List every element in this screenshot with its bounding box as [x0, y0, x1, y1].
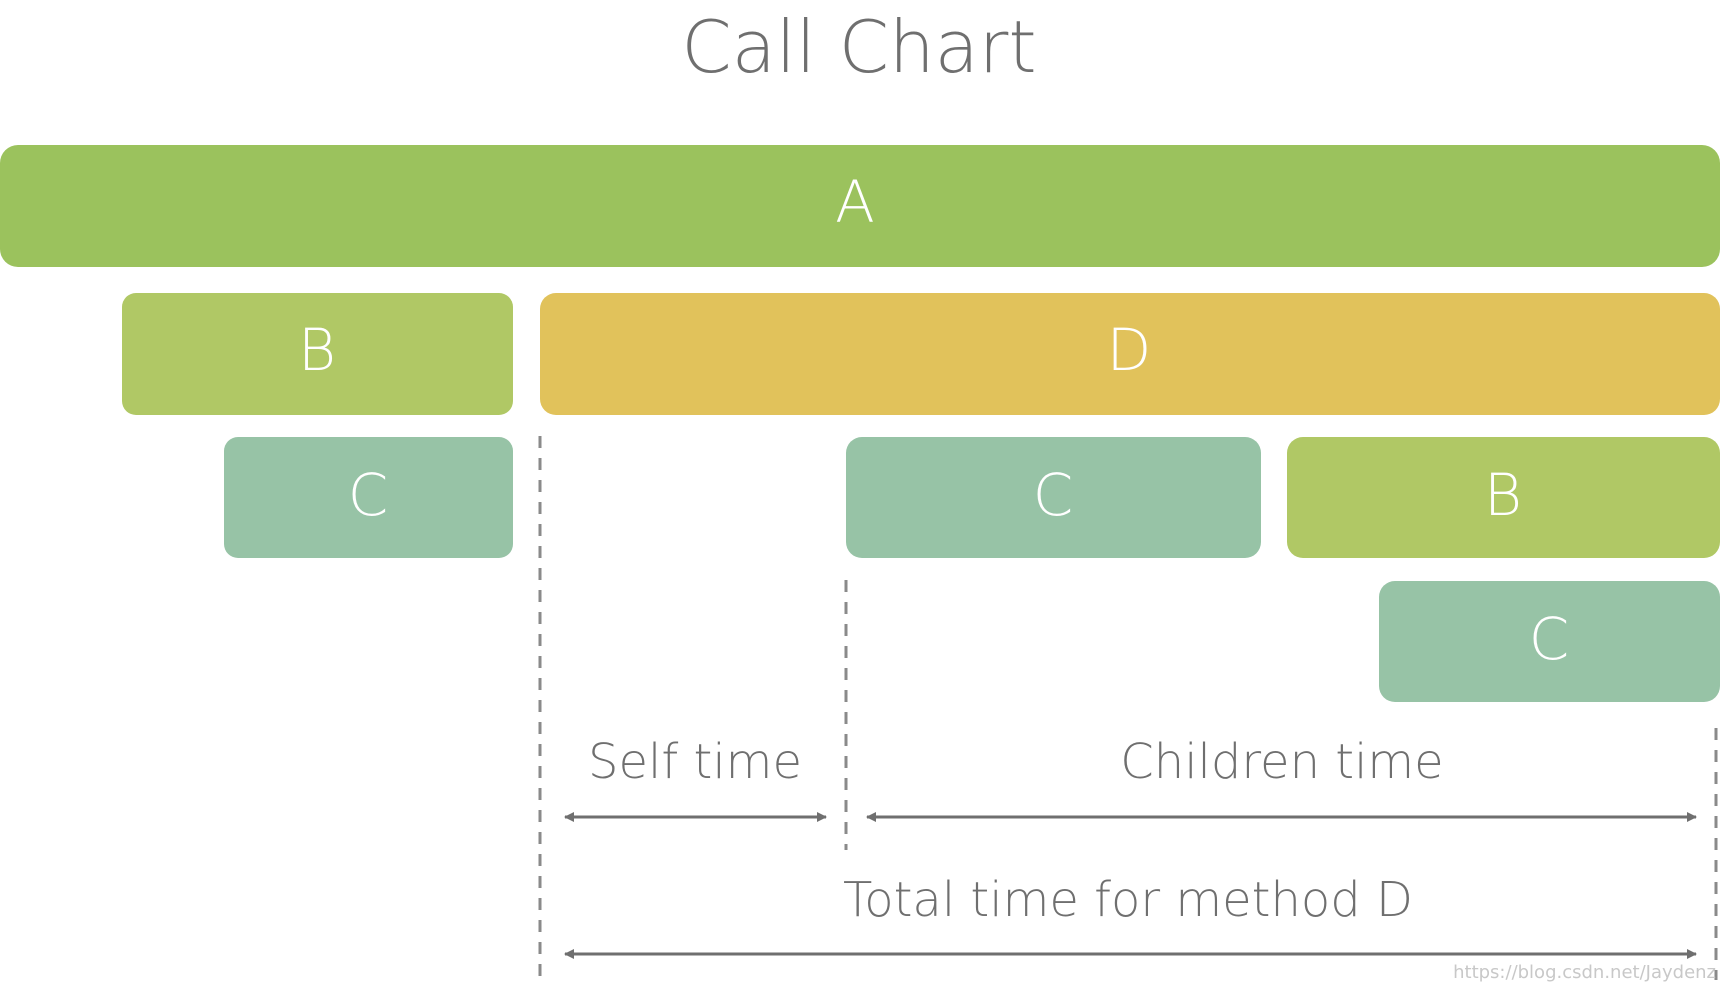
block-b-left: [122, 293, 513, 415]
block-b-right-label: B: [1484, 461, 1522, 529]
block-b-right: [1287, 437, 1720, 558]
watermark-text: https://blog.csdn.net/Jaydenz: [1453, 962, 1716, 983]
block-c-middle: [846, 437, 1261, 558]
block-c-left: [224, 437, 513, 558]
block-c-left-label: C: [348, 461, 389, 529]
block-c-right-label: C: [1529, 605, 1570, 673]
block-c-middle-label: C: [1033, 461, 1074, 529]
self-time-label: Self time: [588, 734, 802, 790]
children-time-label: Children time: [1120, 734, 1443, 790]
total-time-label: Total time for method D: [843, 872, 1413, 928]
chart-title: Call Chart: [681, 5, 1036, 89]
block-b-left-label: B: [298, 316, 336, 384]
block-a: [0, 145, 1720, 267]
block-c-right: [1379, 581, 1720, 702]
block-d-label: D: [1107, 316, 1152, 384]
block-d: [540, 293, 1720, 415]
block-a-label: A: [835, 168, 875, 236]
